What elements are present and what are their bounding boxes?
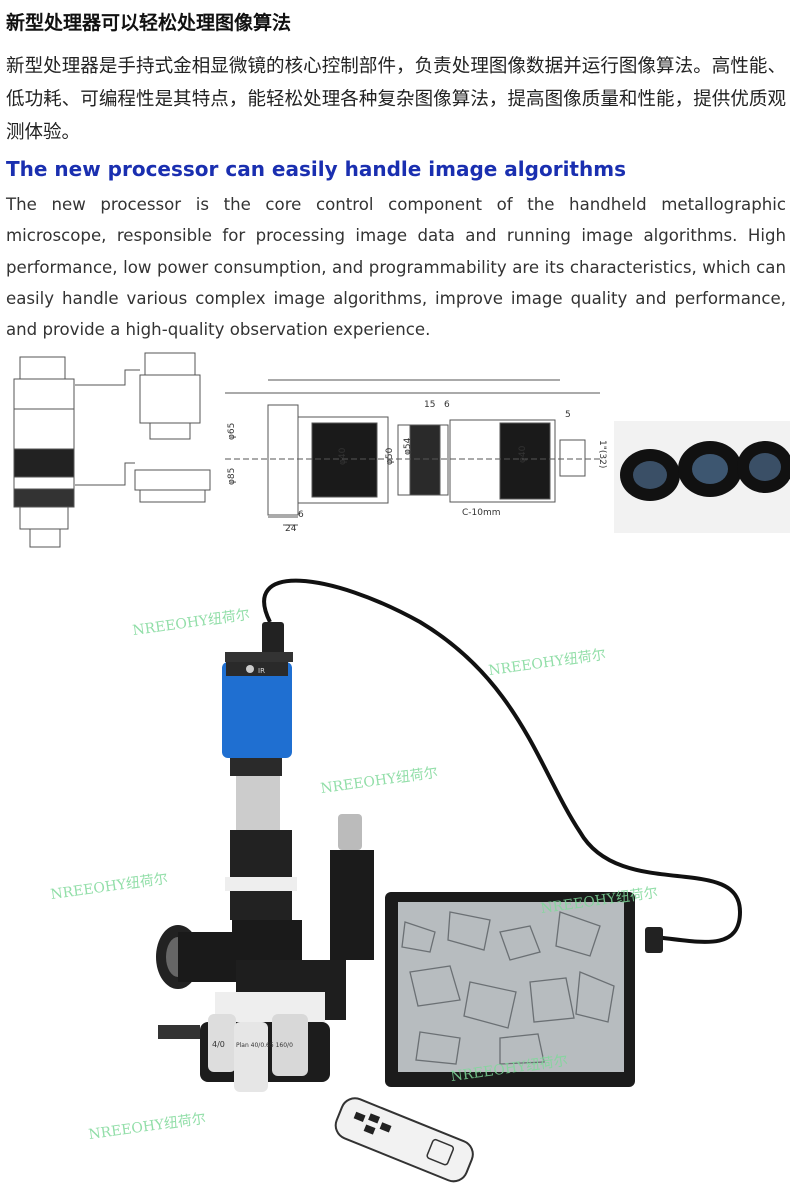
objective-label: Plan 40/0.65 160/0 xyxy=(236,1042,293,1049)
monitor xyxy=(385,892,635,1087)
remote-control xyxy=(334,1097,474,1183)
en-title: The new processor can easily handle imag… xyxy=(6,157,626,181)
dimension-drawing xyxy=(225,379,600,526)
microscope-tube xyxy=(225,776,302,960)
camera: IR xyxy=(222,652,293,776)
camera-ir-label: IR xyxy=(258,667,265,675)
dim-label: φ40 xyxy=(338,447,348,465)
dim-label: φ85 xyxy=(227,468,237,485)
dim-label: φ54 xyxy=(403,437,413,455)
cn-body: 新型处理器是手持式金相显微镜的核心控制部件，负责处理图像数据并运行图像算法。高性… xyxy=(6,56,786,143)
dim-label: 24 xyxy=(285,524,297,534)
dim-label: 5 xyxy=(565,410,571,420)
product-photo: IR 4/0 Plan 40/0.65 160/0 xyxy=(156,578,743,1183)
dim-label: φ65 xyxy=(227,423,237,440)
focus-knob xyxy=(156,925,238,989)
objective-short-label: 4/0 xyxy=(212,1040,225,1049)
cn-title: 新型处理器可以轻松处理图像算法 xyxy=(6,12,292,34)
usb-cable xyxy=(262,578,743,944)
illuminator xyxy=(330,814,374,960)
dim-label: φ40 xyxy=(518,445,528,463)
dim-label: 6 xyxy=(298,510,304,520)
hdmi-plug xyxy=(645,927,663,953)
dim-label: φ50 xyxy=(385,447,395,465)
dim-label: 6 xyxy=(444,400,450,410)
dim-label: 15 xyxy=(424,400,435,410)
exploded-drawing xyxy=(13,352,211,548)
dim-label: 1"(32) xyxy=(597,440,607,468)
lens-photo xyxy=(614,421,790,533)
objectives: 4/0 Plan 40/0.65 160/0 xyxy=(208,1014,308,1092)
stage-clamp xyxy=(158,1025,200,1039)
dim-label: C-10mm xyxy=(462,508,501,518)
en-body: The new processor is the core control co… xyxy=(6,195,786,340)
technical-drawings: φ65 φ85 φ40 φ50 φ54 φ40 15 6 5 24 6 C-10… xyxy=(13,352,790,548)
